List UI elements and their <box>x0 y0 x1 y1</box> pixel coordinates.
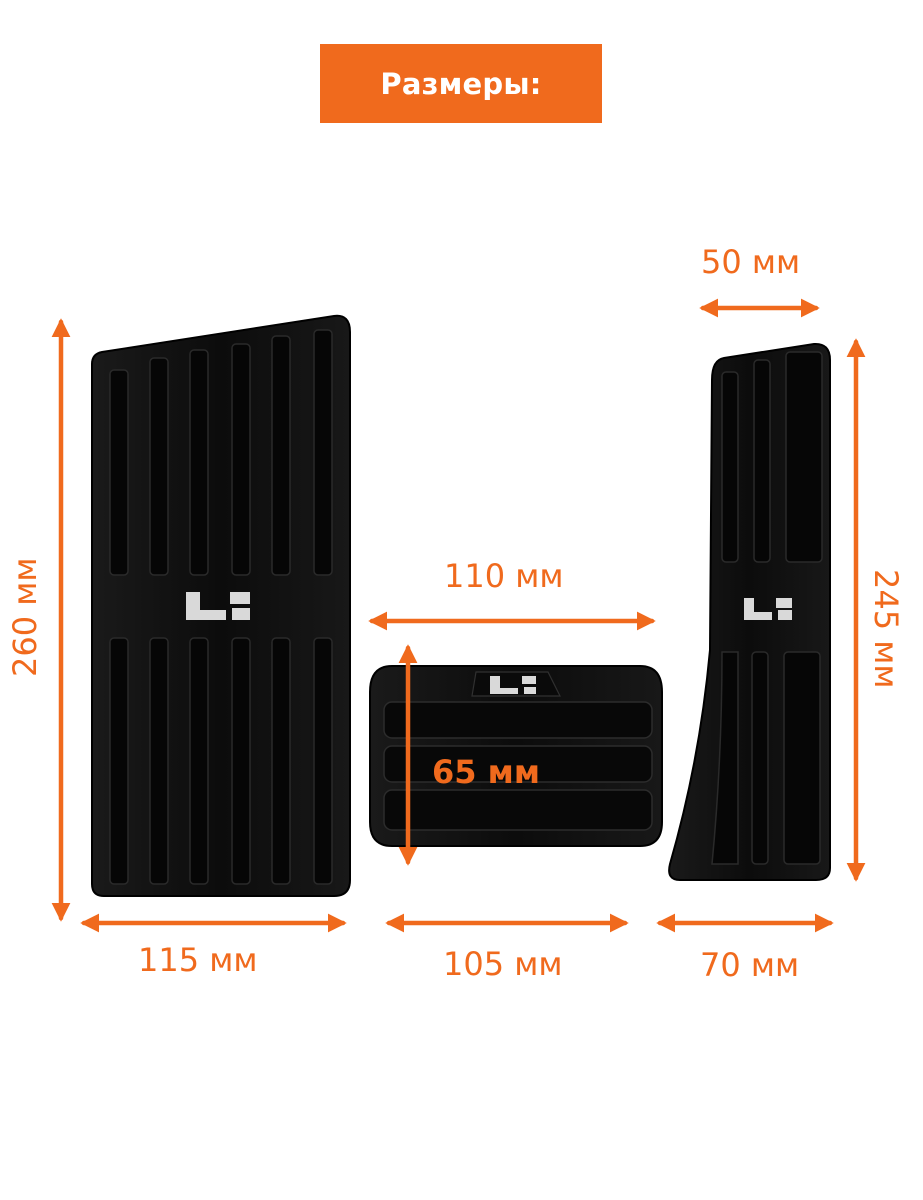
gas-top-width-label: 50 мм <box>701 243 801 281</box>
gas-width-label: 70 мм <box>700 946 800 984</box>
footrest-pedal <box>91 314 351 897</box>
brand-logo-icon <box>744 598 792 620</box>
brand-logo-icon <box>186 592 250 620</box>
brake-pedal <box>369 665 663 847</box>
brand-logo-icon <box>490 676 536 694</box>
header-badge: Размеры: <box>320 44 602 123</box>
brake-height-label: 65 мм <box>432 753 540 791</box>
big-pedal-height-label: 260 мм <box>6 557 44 677</box>
gas-pedal <box>668 342 831 881</box>
big-pedal-width-label: 115 мм <box>138 941 258 979</box>
header-title: Размеры: <box>380 66 542 101</box>
gas-height-label: 245 мм <box>867 569 905 689</box>
brake-top-width-label: 110 мм <box>444 557 564 595</box>
brake-width-label: 105 мм <box>443 945 563 983</box>
